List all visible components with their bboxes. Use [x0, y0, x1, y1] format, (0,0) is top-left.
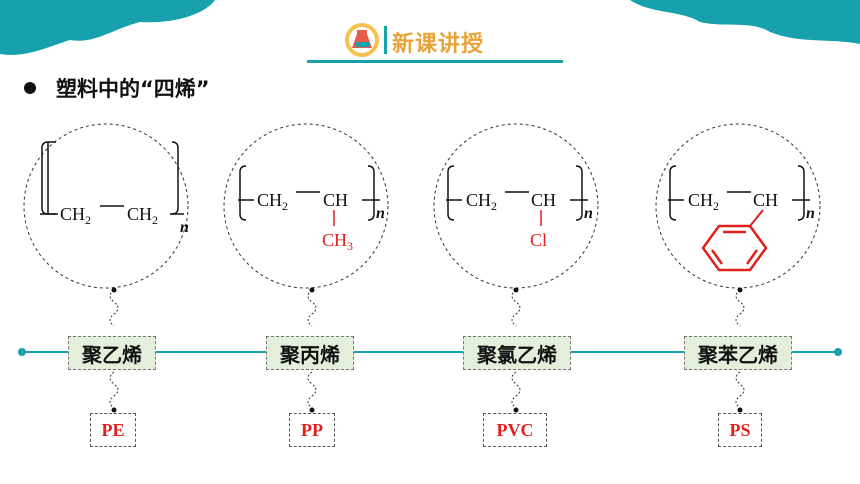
structure-circle-pvc [433, 123, 599, 289]
pvc-unit-right: CH [531, 190, 556, 210]
ps-unit-left: CH [688, 190, 713, 210]
svg-text:CH2: CH2 [688, 190, 719, 213]
pe-unit-right-sub: 2 [152, 213, 158, 227]
structure-circle-pp [223, 123, 389, 289]
polymer-name-pvc: 聚氯乙烯 [463, 336, 571, 370]
polymer-abbr-pp: PP [289, 413, 335, 447]
pvc-repeat: n [584, 205, 593, 222]
pp-unit-left-sub: 2 [282, 199, 288, 213]
ps-unit-right: CH [753, 190, 778, 210]
pp-substituent: CH [322, 230, 347, 250]
structure-ps: CH2 CH n [668, 165, 815, 272]
connector-ps-top [735, 289, 745, 327]
structure-pvc: CH2 CH n Cl [446, 165, 593, 250]
connector-pvc-bottom [511, 371, 521, 409]
polymer-name-pp: 聚丙烯 [266, 336, 354, 370]
connector-pp-bottom [307, 371, 317, 409]
pe-unit-left-sub: 2 [85, 213, 91, 227]
polymer-name-pe: 聚乙烯 [68, 336, 156, 370]
chemistry-flask-icon [345, 23, 379, 57]
corner-blob-right [630, 0, 860, 44]
pp-repeat: n [376, 205, 385, 222]
corner-blob-left [0, 0, 215, 55]
ps-repeat: n [806, 205, 815, 222]
svg-text:CH3: CH3 [322, 230, 353, 253]
connector-pp-top [307, 289, 317, 327]
structure-pe: CH2 CH2 n [40, 141, 189, 236]
timeline-end-dot [834, 348, 842, 356]
header-underline [307, 60, 563, 63]
structure-circle-pe [23, 123, 189, 289]
polymer-abbr-pe: PE [90, 413, 136, 447]
section-title: 新课讲授 [392, 32, 485, 57]
pvc-substituent: Cl [530, 230, 547, 250]
polymer-name-ps: 聚苯乙烯 [684, 336, 792, 370]
pvc-unit-left-sub: 2 [491, 199, 497, 213]
structure-pp: CH2 CH n CH3 [238, 165, 385, 253]
svg-text:CH2: CH2 [466, 190, 497, 213]
connector-pvc-top [511, 289, 521, 327]
bullet-heading-row: 塑料中的“四烯” [24, 72, 210, 104]
pe-repeat: n [180, 219, 189, 236]
pe-unit-right: CH [127, 204, 152, 224]
pe-unit-left: CH [60, 204, 85, 224]
pp-unit-right: CH [323, 190, 348, 210]
polymer-abbr-ps: PS [718, 413, 762, 447]
benzene-ring-icon [701, 224, 768, 272]
svg-text:CH2: CH2 [127, 204, 158, 227]
connector-pe-bottom [109, 371, 119, 409]
structure-circle-ps [655, 123, 821, 289]
pp-substituent-sub: 3 [347, 239, 353, 253]
pp-unit-left: CH [257, 190, 282, 210]
svg-text:CH2: CH2 [60, 204, 91, 227]
bullet-heading: 塑料中的“四烯” [56, 77, 210, 101]
timeline-start-dot [18, 348, 26, 356]
svg-text:CH2: CH2 [257, 190, 288, 213]
connector-pe-top [109, 289, 119, 327]
bullet-dot [24, 82, 36, 94]
connector-ps-bottom [735, 371, 745, 409]
pvc-unit-left: CH [466, 190, 491, 210]
ps-unit-left-sub: 2 [713, 199, 719, 213]
polymer-abbr-pvc: PVC [483, 413, 547, 447]
header-divider [384, 26, 387, 54]
